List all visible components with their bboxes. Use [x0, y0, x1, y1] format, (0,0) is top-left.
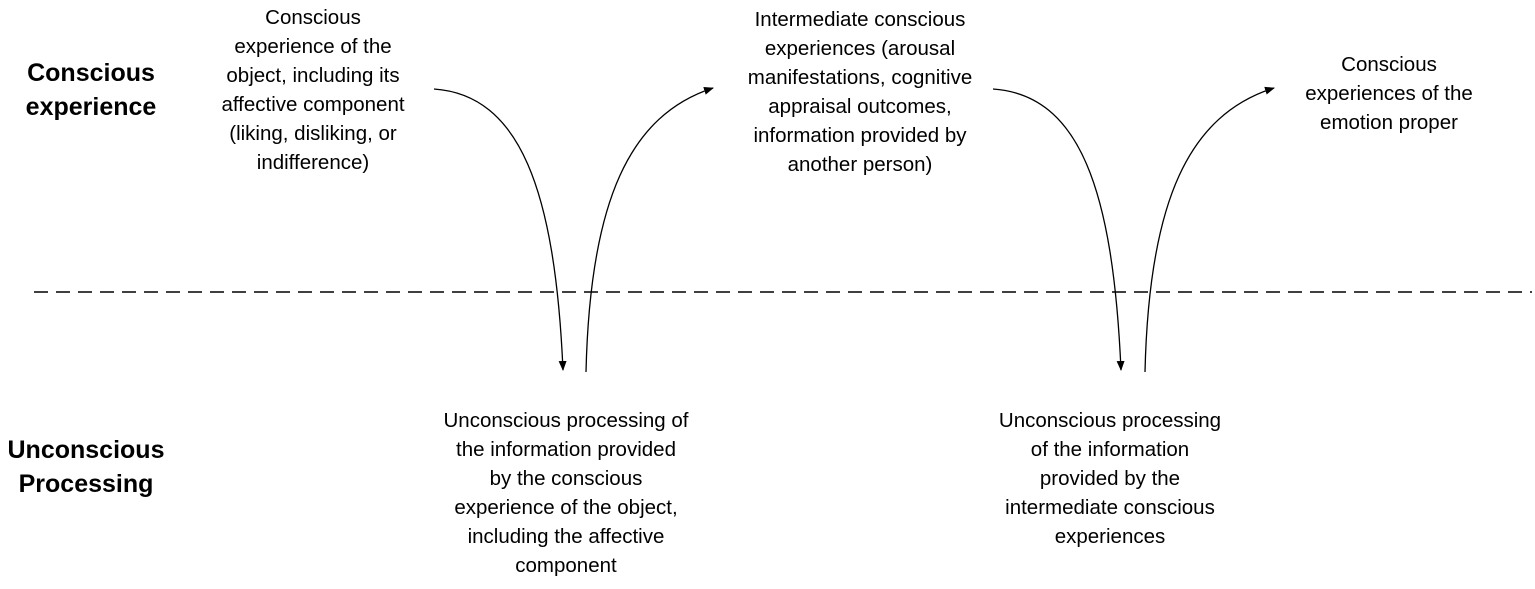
node-text-line: provided by the	[1039, 467, 1181, 490]
unconscious-layer-label-line-1: Unconscious	[7, 436, 165, 464]
node-text-line: manifestations, cognitive	[747, 66, 973, 89]
node-text-line: affective component	[221, 93, 405, 116]
conscious-layer-label-line-1: Conscious	[27, 59, 155, 87]
node-conscious-object-experience: Conscious experience of the object, incl…	[198, 3, 428, 177]
node-text-line: information provided by	[753, 124, 967, 147]
node-text-line: experiences of the	[1305, 82, 1473, 105]
node-unconscious-processing-object: Unconscious processing of the informatio…	[416, 406, 716, 580]
node-intermediate-conscious-experiences: Intermediate conscious experiences (arou…	[710, 5, 1010, 179]
arrow-object-to-unconscious	[433, 88, 567, 371]
arrow-intermediate-to-unconscious	[992, 88, 1125, 371]
node-text-line: the information provided	[456, 438, 676, 461]
node-text-line: Intermediate conscious	[754, 8, 966, 31]
arrow-unconscious-to-intermediate	[585, 86, 714, 373]
node-text-line: emotion proper	[1320, 111, 1458, 134]
node-text-line: intermediate conscious	[1005, 496, 1215, 519]
node-text-line: another person)	[787, 153, 933, 176]
node-text-line: Unconscious processing	[998, 409, 1222, 432]
node-unconscious-processing-intermediate: Unconscious processing of the informatio…	[970, 406, 1250, 551]
node-text-line: Conscious	[265, 6, 361, 29]
node-text-line: of the information	[1030, 438, 1190, 461]
node-text-line: Unconscious processing of	[443, 409, 689, 432]
node-text-line: component	[515, 554, 617, 577]
node-text-line: appraisal outcomes,	[768, 95, 952, 118]
node-text-line: experiences	[1054, 525, 1166, 548]
arrow-unconscious-to-emotion-proper	[1144, 86, 1275, 373]
node-text-line: by the conscious	[489, 467, 643, 490]
conscious-layer-label: Conscious experience	[20, 56, 162, 124]
node-text-line: indifference)	[256, 151, 370, 174]
node-emotion-proper: Conscious experiences of the emotion pro…	[1284, 50, 1494, 137]
node-text-line: object, including its	[226, 64, 400, 87]
node-text-line: experience of the object,	[454, 496, 678, 519]
unconscious-layer-label: Unconscious Processing	[4, 433, 168, 501]
conscious-layer-label-line-2: experience	[25, 93, 157, 121]
node-text-line: experience of the	[234, 35, 392, 58]
node-text-line: including the affective	[467, 525, 665, 548]
node-text-line: experiences (arousal	[764, 37, 956, 60]
unconscious-layer-label-line-2: Processing	[18, 470, 154, 498]
node-text-line: Conscious	[1341, 53, 1437, 76]
node-text-line: (liking, disliking, or	[229, 122, 397, 145]
